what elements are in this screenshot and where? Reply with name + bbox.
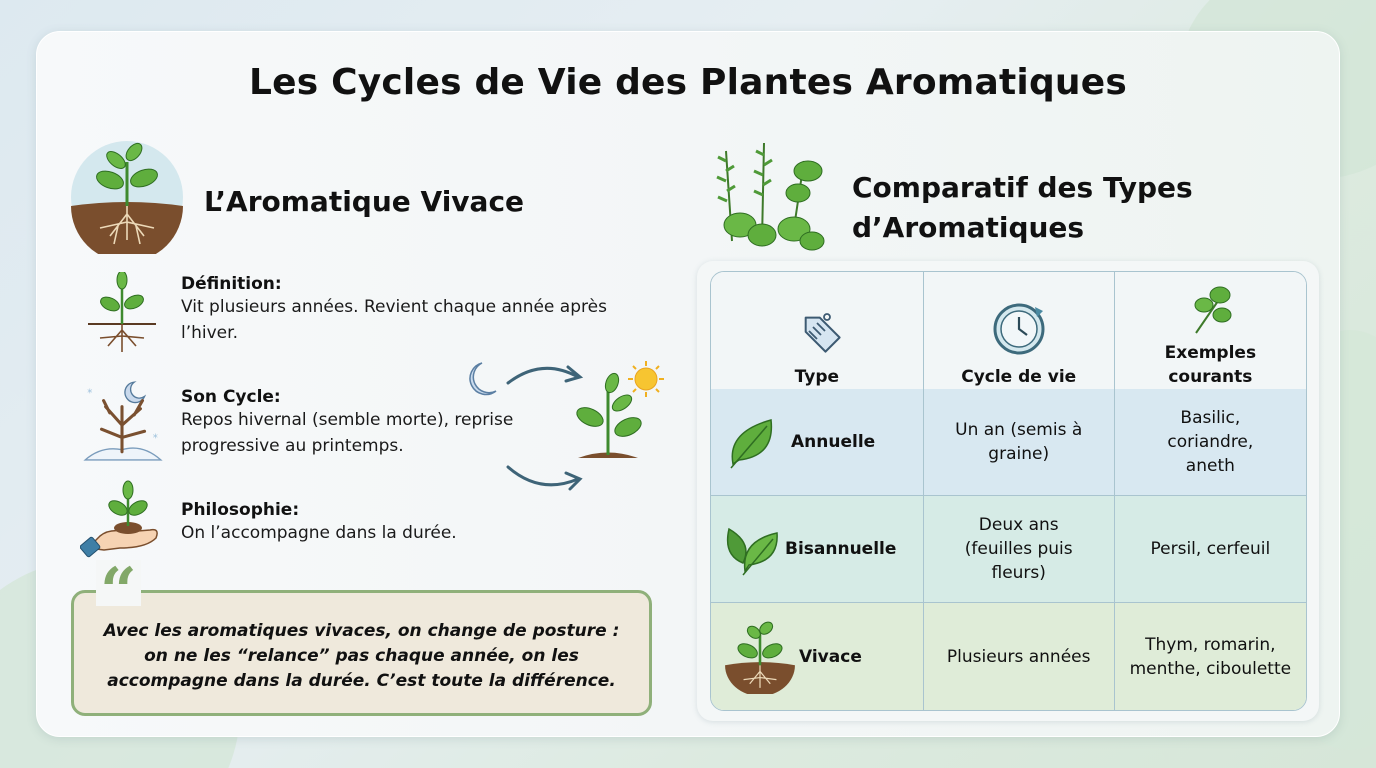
- table-row: Bisannuelle Deux ans (feuilles puis fleu…: [711, 496, 1306, 603]
- comparison-heading-line1: Comparatif des Types: [852, 171, 1193, 204]
- winter-dormant-plant-icon: * *: [83, 381, 163, 461]
- comparison-table: Type Cycle de vie Exemples courants: [710, 271, 1307, 711]
- hand-holding-seedling-icon: [80, 480, 158, 558]
- moon-icon: [469, 362, 497, 396]
- table-row: Annuelle Un an (semis à graine) Basilic,…: [711, 389, 1306, 496]
- header-examples: Exemples courants: [1114, 272, 1306, 389]
- svg-text:*: *: [87, 388, 92, 399]
- examples-cell: Basilic, coriandre, aneth: [1114, 389, 1306, 496]
- clock-cycle-icon: [993, 303, 1045, 355]
- cycle-arrow-icon: [506, 365, 584, 491]
- cycle-text: Repos hivernal (semble morte), reprise p…: [181, 410, 514, 456]
- quote-mark-icon: “: [96, 560, 141, 606]
- section-heading-comparison: Comparatif des Types d’Aromatiques: [852, 168, 1193, 248]
- cycle-cell: Un an (semis à graine): [923, 389, 1115, 496]
- sprout-icon: [576, 372, 642, 458]
- cycle-label: Son Cycle:: [181, 387, 281, 407]
- comparison-heading-line2: d’Aromatiques: [852, 211, 1085, 244]
- perennial-plant-roots-icon: [71, 141, 183, 254]
- header-lifecycle: Cycle de vie: [923, 272, 1115, 389]
- cycle-cell: Deux ans (feuilles puis fleurs): [923, 496, 1115, 603]
- cycle-cell: Plusieurs années: [923, 603, 1115, 710]
- type-label: Annuelle: [791, 432, 876, 452]
- definition-label: Définition:: [181, 274, 282, 294]
- section-heading-perennial: L’Aromatique Vivace: [204, 185, 525, 218]
- header-type: Type: [711, 272, 924, 389]
- svg-text:*: *: [153, 434, 158, 445]
- header-examples-label: Exemples courants: [1164, 343, 1257, 387]
- type-label: Bisannuelle: [785, 539, 897, 559]
- type-cell: Annuelle: [711, 389, 924, 496]
- header-lifecycle-label: Cycle de vie: [961, 367, 1077, 387]
- tag-icon: [804, 313, 841, 353]
- type-cell: Bisannuelle: [711, 496, 924, 603]
- quote-box: Avec les aromatiques vivaces, on change …: [71, 590, 652, 716]
- definition-text: Vit plusieurs années. Revient chaque ann…: [181, 297, 607, 343]
- two-leaves-icon: [726, 527, 778, 576]
- cycle-illustration: [469, 361, 664, 491]
- philosophy-label: Philosophie:: [181, 500, 300, 520]
- examples-cell: Persil, cerfeuil: [1114, 496, 1306, 603]
- page-title: Les Cycles de Vie des Plantes Aromatique…: [248, 62, 1128, 103]
- parsley-icon: [1194, 286, 1232, 334]
- sun-icon: [628, 361, 664, 397]
- table-row: Vivace Plusieurs années Thym, romarin, m…: [711, 603, 1306, 710]
- type-cell: Vivace: [711, 603, 924, 710]
- examples-cell: Thym, romarin, menthe, ciboulette: [1114, 603, 1306, 710]
- philosophy-text: On l’accompagne dans la durée.: [181, 523, 457, 543]
- quote-text: Avec les aromatiques vivaces, on change …: [103, 620, 620, 691]
- header-type-label: Type: [794, 367, 840, 387]
- single-leaf-icon: [730, 419, 773, 469]
- plant-roots-icon: [88, 272, 156, 352]
- herbs-bunch-icon: [716, 142, 825, 251]
- plant-roots-icon: [725, 621, 795, 694]
- type-label: Vivace: [799, 646, 862, 667]
